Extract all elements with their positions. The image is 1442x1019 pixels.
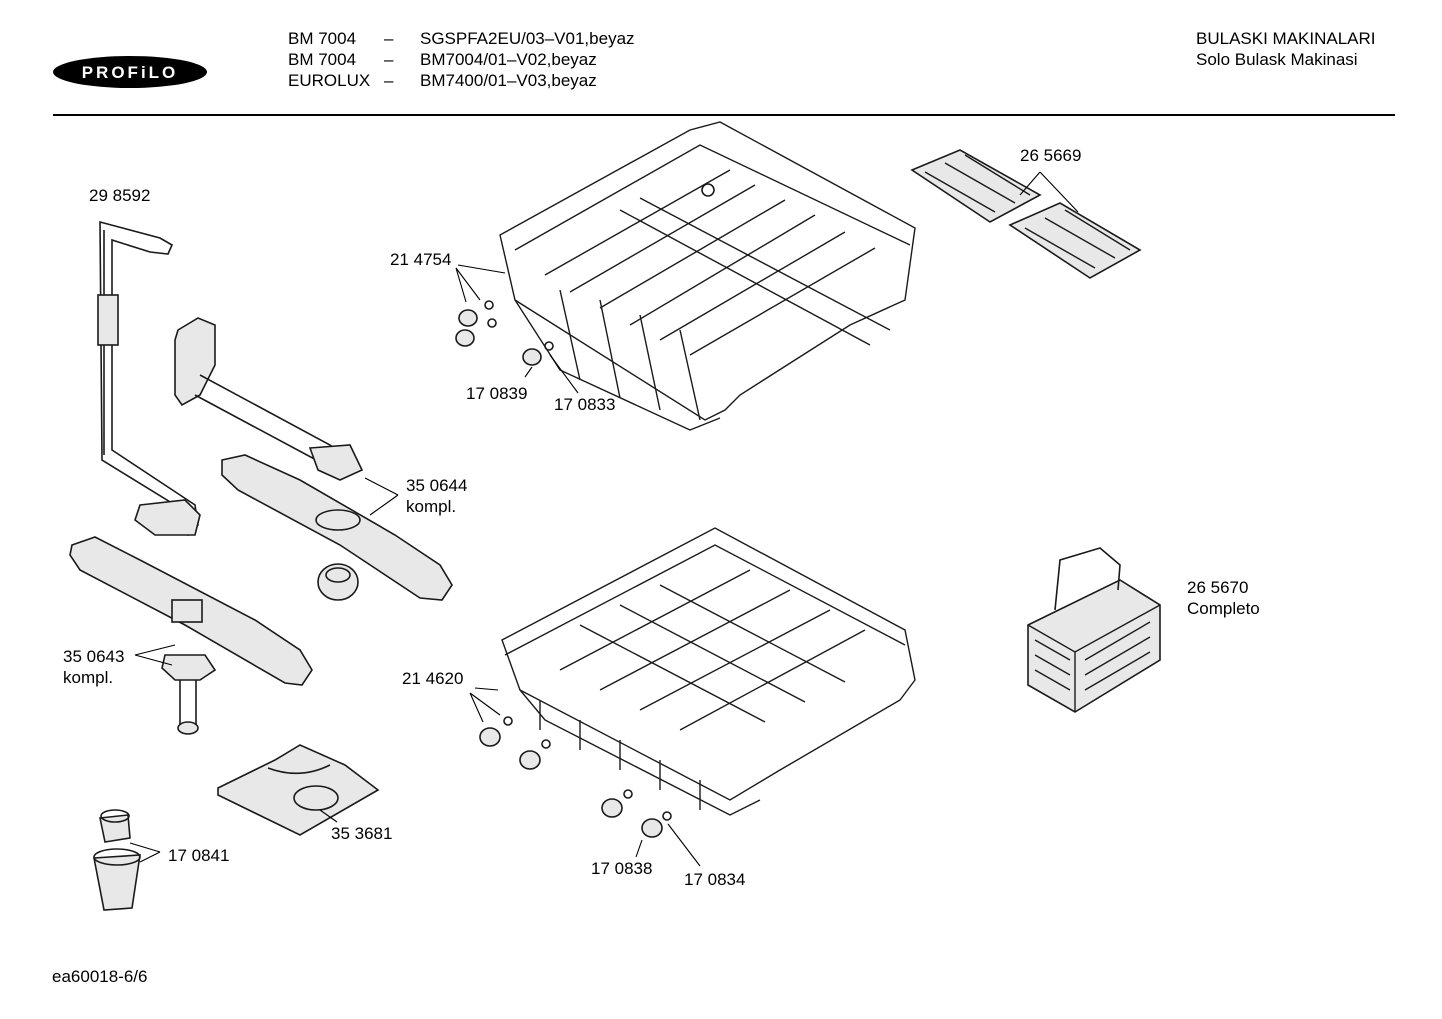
category-title: BULASKI MAKINALARI	[1196, 29, 1376, 48]
label-265670-note: Completo	[1187, 599, 1260, 618]
code-2: BM7004/01–V02,beyaz	[420, 50, 597, 69]
label-170833: 17 0833	[554, 395, 616, 414]
filter-plate-part	[217, 744, 380, 836]
lower-basket-part	[501, 527, 916, 816]
spray-arm-upper-part	[221, 454, 453, 601]
subcategory-title: Solo Bulask Makinasi	[1196, 50, 1358, 69]
document-id: ea60018-6/6	[52, 967, 148, 986]
header-rule	[53, 114, 1395, 116]
upper-spray-arm-tube-part	[174, 317, 364, 481]
upper-basket-wheels	[455, 300, 554, 366]
code-3: BM7400/01–V03,beyaz	[420, 71, 597, 90]
label-350644-note: kompl.	[406, 497, 457, 516]
label-265669: 26 5669	[1020, 146, 1082, 165]
lower-basket-wheels	[479, 716, 672, 838]
label-350643: 35 0643	[63, 647, 125, 666]
cup-shelf-part	[910, 149, 1142, 279]
label-170834: 17 0834	[684, 870, 746, 889]
dash-1: –	[384, 29, 394, 48]
dash-3: –	[384, 71, 394, 90]
label-350644: 35 0644	[406, 476, 468, 495]
cutlery-basket-part	[1027, 547, 1161, 713]
model-2: BM 7004	[288, 50, 357, 69]
label-265670: 26 5670	[1187, 578, 1249, 597]
upper-basket-part	[499, 121, 916, 431]
dash-2: –	[384, 50, 394, 69]
micro-filter-part	[93, 809, 141, 911]
label-350643-note: kompl.	[63, 668, 114, 687]
leader-lines	[129, 171, 1079, 867]
profilo-logo-text: PROFiLO	[82, 63, 179, 82]
spray-arm-lower-part	[69, 536, 313, 735]
model-3: EUROLUX	[288, 71, 371, 90]
code-1: SGSPFA2EU/03–V01,beyaz	[420, 29, 635, 48]
label-170838: 17 0838	[591, 859, 653, 878]
label-214620: 21 4620	[402, 669, 464, 688]
spray-tube-part	[97, 220, 201, 536]
label-353681: 35 3681	[331, 824, 393, 843]
label-170839: 17 0839	[466, 384, 528, 403]
profilo-logo: PROFiLO	[52, 55, 208, 89]
model-1: BM 7004	[288, 29, 357, 48]
label-214754: 21 4754	[390, 250, 452, 269]
label-298592: 29 8592	[89, 186, 151, 205]
label-170841: 17 0841	[168, 846, 230, 865]
